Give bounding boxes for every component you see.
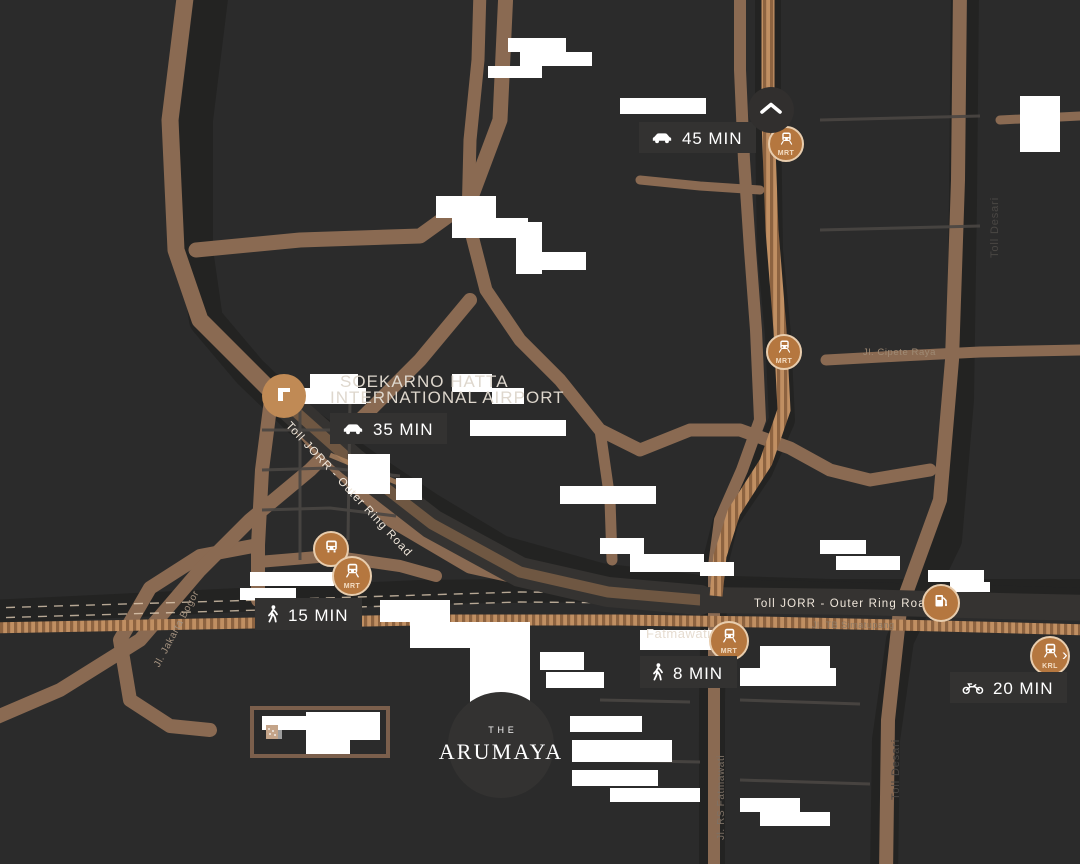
train-icon bbox=[344, 562, 361, 584]
badge-label: 8 MIN bbox=[673, 663, 724, 683]
car-icon bbox=[651, 131, 673, 145]
walk-icon bbox=[652, 663, 664, 681]
car-icon bbox=[342, 422, 364, 436]
badge-walk-8min[interactable]: 8 MIN bbox=[640, 656, 738, 688]
badge-walk-15min[interactable]: 15 MIN bbox=[255, 598, 363, 630]
chevron-up-icon bbox=[760, 101, 782, 120]
bus-icon bbox=[323, 538, 340, 560]
poi-label: MRT bbox=[775, 358, 793, 365]
legend-box[interactable] bbox=[250, 706, 390, 758]
walk-icon bbox=[267, 605, 279, 623]
krl-next-chevron[interactable]: › bbox=[1062, 645, 1068, 664]
badge-car-45min[interactable]: 45 MIN bbox=[639, 122, 757, 153]
train-icon bbox=[779, 131, 794, 151]
poi-airport-marker[interactable] bbox=[262, 374, 306, 418]
poi-mrt-cipete[interactable]: MRT bbox=[766, 334, 802, 370]
badge-label: 35 MIN bbox=[373, 420, 434, 439]
project-logo: THE ARUMAYA bbox=[439, 692, 561, 798]
train-icon bbox=[777, 339, 792, 359]
poi-label: KRL bbox=[1042, 663, 1058, 670]
poi-gas-station[interactable] bbox=[922, 584, 960, 622]
poi-mrt-fatmawati[interactable]: MRT bbox=[709, 621, 749, 661]
poi-label: MRT bbox=[777, 150, 795, 157]
poi-mrt-lebak-bulus[interactable]: MRT bbox=[332, 556, 372, 596]
poi-label: MRT bbox=[720, 648, 738, 655]
motorbike-icon bbox=[962, 681, 984, 695]
badge-motorbike-20min[interactable]: 20 MIN bbox=[950, 672, 1068, 703]
poi-label: MRT bbox=[343, 583, 361, 590]
badge-label: 20 MIN bbox=[993, 679, 1054, 698]
train-icon bbox=[721, 627, 738, 649]
badge-label: 15 MIN bbox=[288, 605, 349, 625]
poi-bus-stop[interactable] bbox=[313, 531, 349, 567]
logo-name: ARUMAYA bbox=[438, 739, 564, 764]
landmark-icon bbox=[264, 717, 284, 748]
logo-pretitle: THE bbox=[488, 725, 518, 735]
badge-label: 45 MIN bbox=[682, 129, 743, 148]
flag-icon bbox=[274, 384, 294, 409]
badge-car-35min[interactable]: 35 MIN bbox=[330, 413, 448, 444]
scroll-up-button[interactable] bbox=[748, 87, 794, 133]
train-icon bbox=[1042, 642, 1059, 664]
fuel-icon bbox=[932, 592, 950, 615]
